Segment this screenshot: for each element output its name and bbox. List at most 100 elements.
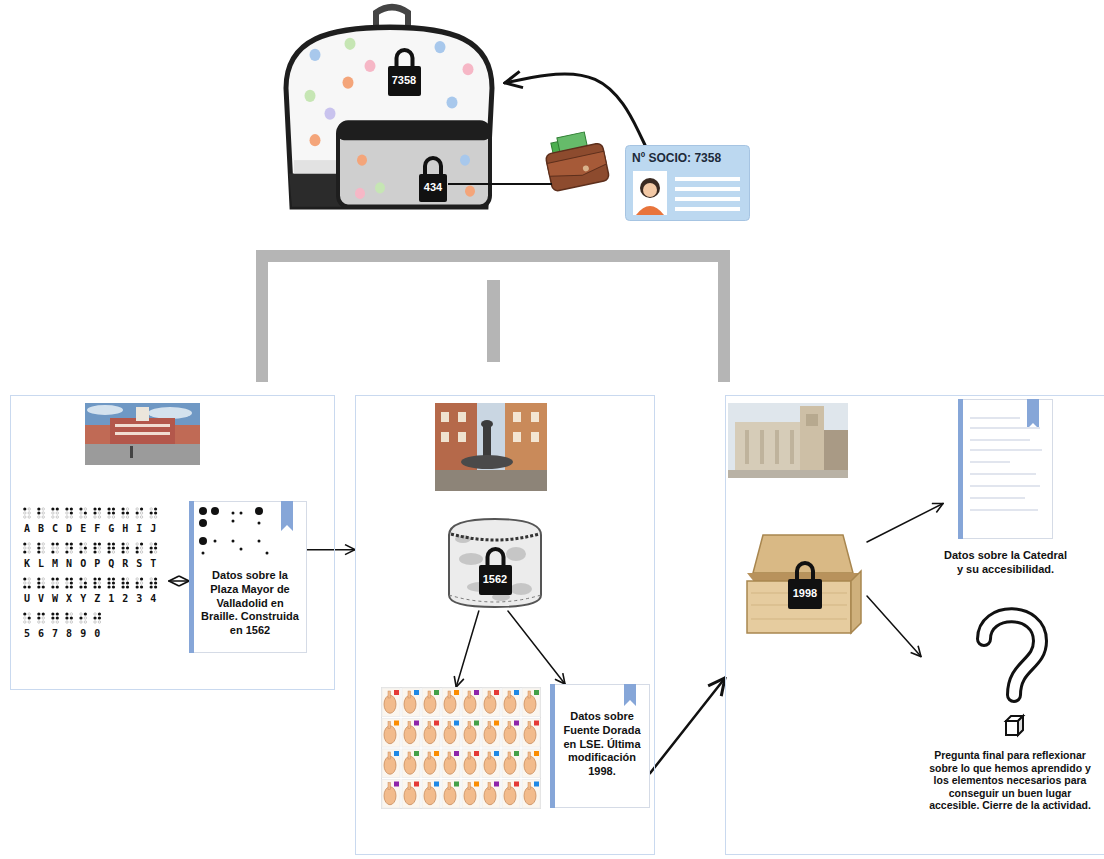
backpack-figure-drawing [365, 60, 376, 72]
backpack-figure-drawing [338, 122, 490, 140]
info-document-drawing [550, 684, 555, 808]
backpack-figure-drawing [310, 134, 321, 146]
sign-alphabet-chart-drawing [522, 688, 540, 717]
braille-alphabet-chart-drawing [107, 581, 110, 584]
braille-alphabet-chart-drawing [52, 512, 54, 514]
plaza-mayor-photo [85, 444, 200, 465]
braille-alphabet-chart-drawing [126, 578, 128, 580]
padlock: 7358 [388, 50, 421, 96]
fuente-dorada-photo [458, 412, 466, 422]
braille-alphabet-chart-drawing [28, 512, 30, 514]
sign-alphabet-chart-drawing [528, 783, 531, 790]
sign-alphabet-chart-drawing [428, 691, 431, 698]
braille-alphabet-chart-drawing [28, 547, 30, 549]
braille-alphabet-chart-drawing [107, 577, 110, 580]
padlock: 1998 [788, 563, 822, 609]
padlock-drawing [388, 66, 421, 96]
braille-alphabet-chart-drawing [98, 516, 100, 518]
member-card-drawing [640, 178, 660, 198]
bracket-frame [718, 250, 730, 382]
braille-alphabet-chart-drawing [80, 512, 82, 514]
braille-alphabet-chart-drawing [112, 507, 115, 510]
sign-alphabet-chart-drawing [522, 780, 540, 809]
connector-arrow [169, 580, 189, 582]
braille-alphabet-chart-drawing [28, 543, 30, 545]
document-text: Datos sobre Fuente Dorada en LSE. Última… [550, 710, 650, 779]
sign-alphabet-chart-drawing [402, 749, 420, 778]
braille-alphabet-chart-drawing [98, 585, 101, 588]
braille-alphabet-chart-drawing [150, 511, 153, 514]
backpack-figure-drawing [463, 63, 474, 75]
sign-alphabet-chart-drawing [394, 690, 399, 695]
sign-alphabet-chart-drawing [382, 780, 400, 809]
sign-alphabet-chart-drawing [394, 751, 399, 756]
padlock-shape [388, 50, 421, 96]
pouch-figure-drawing [459, 553, 483, 565]
connectors [169, 74, 943, 773]
info-document-drawing [970, 485, 1040, 487]
document-text: Datos sobre la Catedral y su accesibilid… [943, 549, 1068, 577]
backpack-figure-drawing [305, 90, 316, 102]
backpack-figure-drawing [355, 188, 365, 199]
sign-alphabet-chart-drawing [414, 690, 419, 695]
braille-alphabet-chart-drawing [150, 581, 153, 584]
braille-alphabet-chart-drawing [136, 543, 138, 545]
alphabet-row: U V W X Y Z 1 2 3 4 [24, 576, 157, 605]
braille-alphabet-chart-drawing [98, 612, 101, 615]
braille-alphabet-chart-drawing [65, 616, 68, 619]
braille-alphabet-chart-drawing [28, 516, 30, 518]
braille-alphabet-chart-drawing [94, 613, 96, 615]
bracket-frame [487, 280, 500, 362]
braille-alphabet-chart-drawing [70, 581, 73, 584]
braille-alphabet-chart-drawing [23, 507, 26, 510]
braille-alphabet-chart-drawing [84, 511, 87, 514]
info-document-drawing [258, 522, 261, 525]
pouch-figure-drawing [506, 547, 526, 561]
braille-alphabet-chart-drawing [42, 516, 44, 518]
braille-alphabet-chart-drawing [37, 581, 40, 584]
info-document-drawing [958, 399, 1053, 539]
braille-alphabet-chart-drawing [70, 613, 72, 615]
braille-alphabet-chart-drawing [93, 542, 96, 545]
sign-alphabet-chart-drawing [448, 722, 451, 729]
braille-alphabet-chart-drawing [126, 585, 129, 588]
braille-alphabet-chart-drawing [154, 516, 156, 518]
braille-alphabet-chart-drawing [56, 621, 58, 623]
sign-alphabet-chart-drawing [408, 752, 411, 759]
alphabet-row: K L M N O P Q R S T [24, 541, 157, 570]
braille-alphabet-chart-drawing [37, 585, 40, 588]
connector-arrow [650, 678, 725, 773]
plaza-mayor-photo [136, 407, 149, 421]
braille-alphabet-chart-drawing [56, 512, 58, 514]
backpack-figure-drawing [435, 41, 446, 53]
pouch-figure: 1562 [441, 509, 549, 611]
padlock-shape [788, 563, 822, 609]
backpack-figure-drawing [343, 76, 354, 88]
connector-arrow [508, 611, 565, 684]
braille-alphabet-chart-drawing [28, 613, 30, 615]
info-document-drawing [240, 512, 243, 515]
info-document-drawing [959, 400, 1053, 539]
braille-alphabet-chart-drawing [94, 516, 96, 518]
sign-alphabet-chart-shape [381, 687, 541, 809]
fuente-dorada-photo [513, 432, 521, 442]
sign-alphabet-chart-drawing [382, 749, 400, 778]
sign-alphabet-chart-drawing [414, 782, 419, 787]
braille-alphabet-chart-drawing [79, 542, 82, 545]
braille-alphabet-chart-drawing [28, 616, 31, 619]
plaza-mayor-photo [85, 403, 200, 465]
sign-alphabet-chart-drawing [514, 751, 519, 756]
braille-alphabet-chart-drawing [79, 577, 82, 580]
info-document-drawing [199, 519, 207, 527]
braille-alphabet-chart-drawing [65, 542, 68, 545]
fuente-dorada-photo [461, 455, 513, 469]
catedral-photo [800, 406, 824, 470]
sign-alphabet-chart-drawing [514, 721, 519, 726]
braille-alphabet-chart-drawing [37, 511, 40, 514]
braille-alphabet-chart-drawing [98, 621, 100, 623]
braille-alphabet-chart-drawing [24, 582, 26, 584]
sign-alphabet-chart-drawing [394, 782, 399, 787]
sign-alphabet-chart-drawing [454, 782, 459, 787]
padlock: 434 [419, 158, 447, 202]
bracket-frame [256, 250, 730, 382]
